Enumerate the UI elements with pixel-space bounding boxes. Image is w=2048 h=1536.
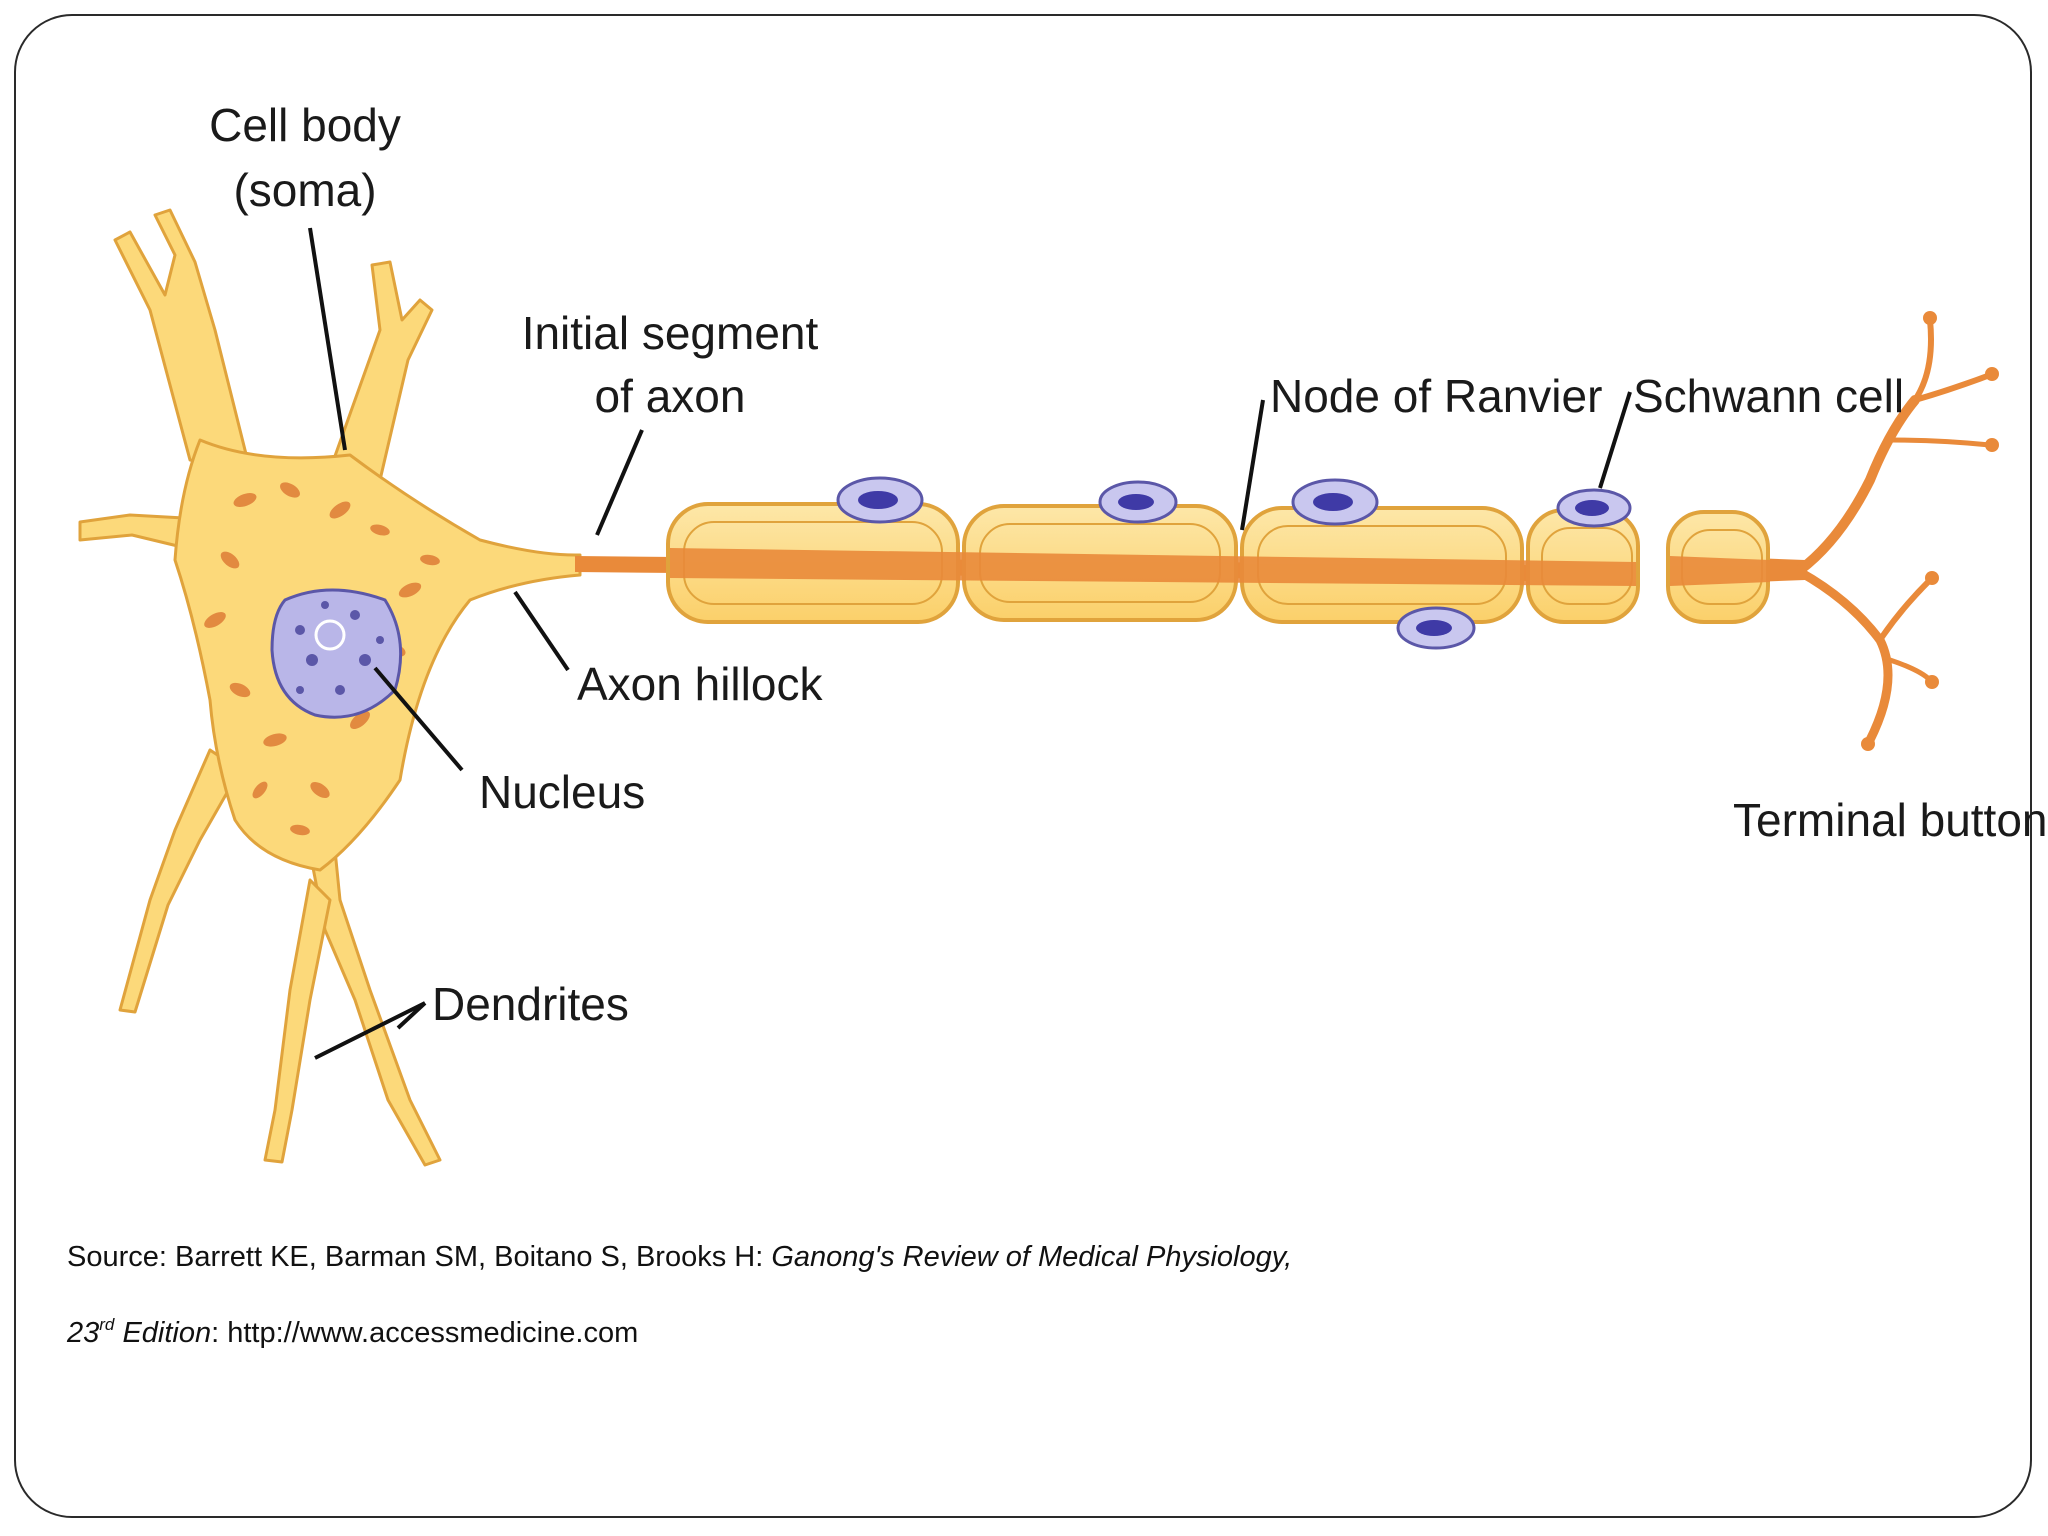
soma-organelles (204, 482, 440, 836)
label-terminal-buttons: Terminal buttons (1733, 794, 2048, 846)
label-cell-body: Cell body (209, 99, 401, 151)
leader-nucleus (373, 666, 464, 772)
label-initial-segment: Initial segment (522, 307, 819, 359)
leader-axon-hillock (513, 590, 570, 672)
axon-core-distal (1670, 556, 1770, 586)
leader-dendrites-lower (314, 1001, 426, 1060)
source-edition-number: 23 (66, 1317, 99, 1349)
source-url: : http://www.accessmedicine.com (211, 1317, 638, 1349)
schwann-cells (836, 476, 1632, 650)
nucleus (270, 588, 403, 719)
source-line-1: Source: Barrett KE, Barman SM, Boitano S… (67, 1241, 1292, 1273)
leader-dendrites-upper (396, 1001, 427, 1030)
axon-terminals (1795, 317, 1993, 745)
source-prefix: Source: Barrett KE, Barman SM, Boitano S… (67, 1241, 771, 1273)
source-book-title: Ganong's Review of Medical Physiology, (771, 1241, 1292, 1273)
source-line-2: 23rd Edition: http://www.accessmedicine.… (66, 1315, 638, 1349)
axon-core (670, 548, 1636, 586)
label-nucleus: Nucleus (479, 766, 645, 818)
terminal-buttons (1861, 311, 1999, 751)
label-node-of-ranvier: Node of Ranvier (1270, 370, 1602, 422)
leader-initial-segment (595, 429, 644, 536)
leader-node-of-ranvier (1240, 399, 1265, 531)
label-schwann-cell: Schwann cell (1633, 370, 1904, 422)
leader-cell-body (308, 227, 347, 451)
source-edition-superscript: rd (99, 1315, 115, 1334)
source-edition-word: Edition (114, 1317, 211, 1349)
label-of-axon: of axon (595, 370, 746, 422)
leader-lines (308, 227, 1632, 1060)
label-soma: (soma) (233, 164, 376, 216)
leader-schwann-cell (1598, 391, 1632, 489)
label-dendrites: Dendrites (432, 978, 629, 1030)
label-axon-hillock: Axon hillock (577, 658, 823, 710)
